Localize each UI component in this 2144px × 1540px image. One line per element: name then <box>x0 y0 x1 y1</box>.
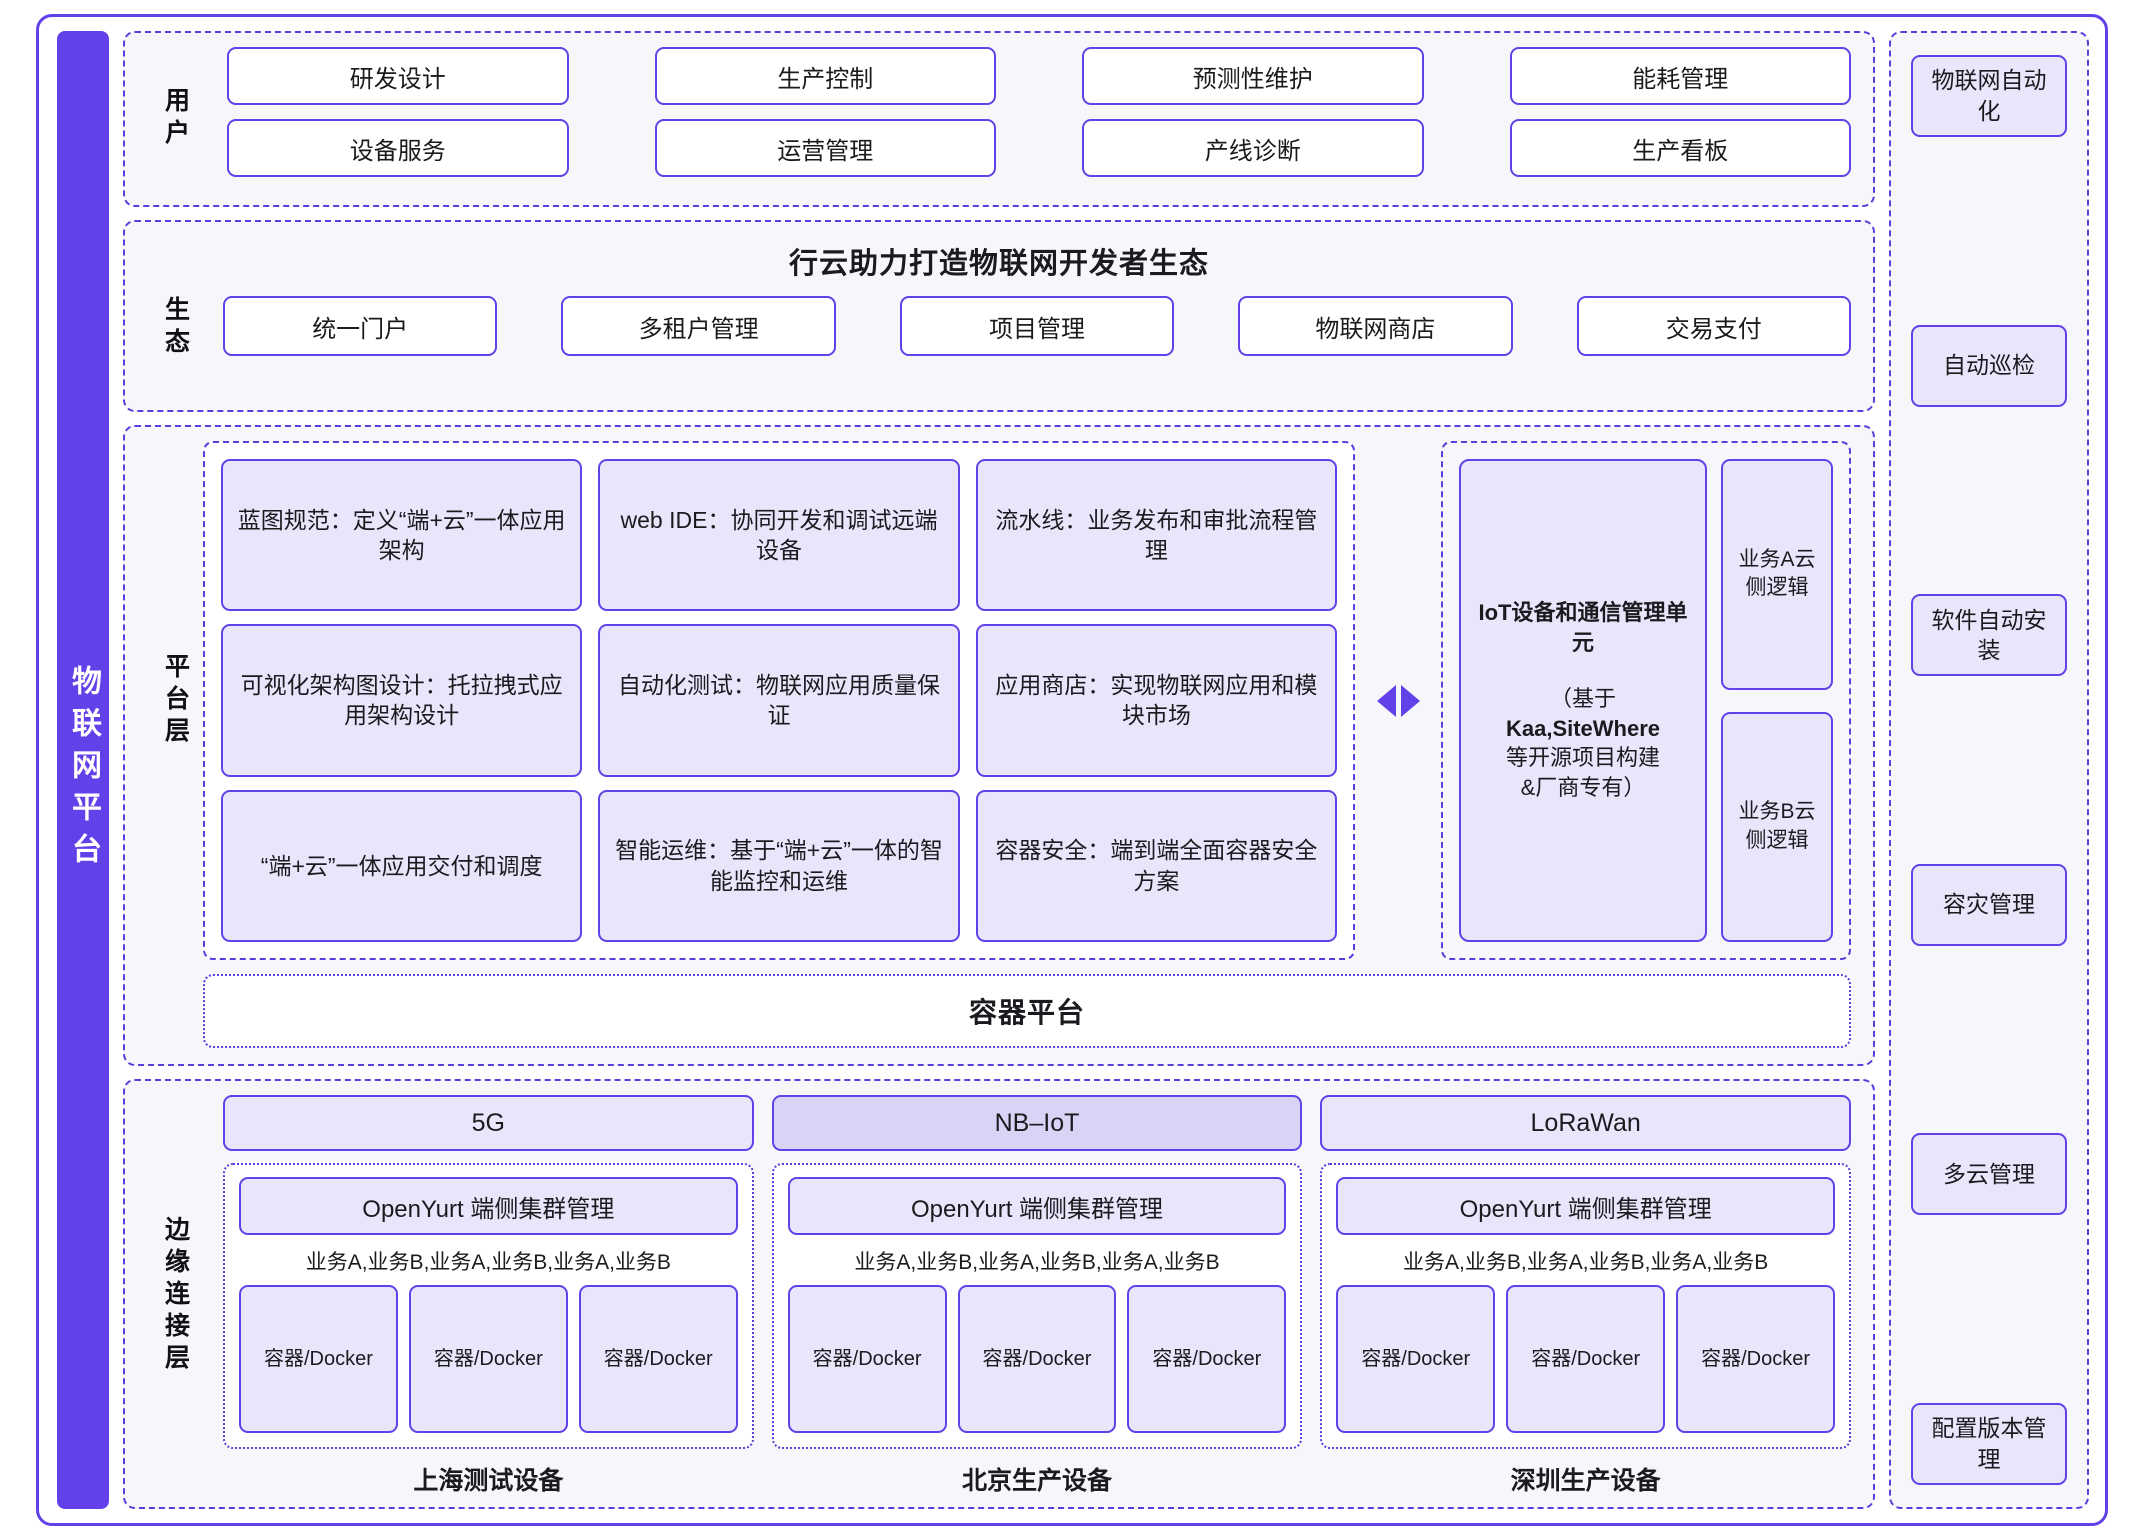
capability-card[interactable]: 智能运维：基于“端+云”一体的智能监控和运维 <box>598 789 960 942</box>
user-item[interactable]: 研发设计 <box>227 47 569 105</box>
iot-unit-note-3: 等开源项目构建 <box>1505 745 1660 771</box>
brand-sidebar: 物联网平台 <box>57 31 109 1509</box>
brand-label: 物联网平台 <box>67 665 100 875</box>
capability-card[interactable]: 应用商店：实现物联网应用和模块市场 <box>975 624 1337 777</box>
container-card[interactable]: 容器/Docker <box>578 1285 738 1433</box>
ecosystem-row: 生态 统一门户 多租户管理 项目管理 物联网商店 交易支付 <box>147 296 1851 360</box>
user-item[interactable]: 运营管理 <box>654 119 996 177</box>
ops-item[interactable]: 软件自动安装 <box>1911 594 2067 677</box>
container-row: 容器/Docker 容器/Docker 容器/Docker <box>239 1285 738 1433</box>
ecosystem-item[interactable]: 交易支付 <box>1576 296 1851 356</box>
user-layer-items: 研发设计 生产控制 预测性维护 能耗管理 设备服务 运营管理 产线诊断 生产看板 <box>203 47 1851 191</box>
user-item[interactable]: 设备服务 <box>227 119 569 177</box>
container-platform-bar: 容器平台 <box>203 974 1851 1048</box>
ecosystem-title: 行云助力打造物联网开发者生态 <box>788 248 1209 280</box>
network-pill[interactable]: LoRaWan <box>1320 1095 1851 1151</box>
ecosystem-item[interactable]: 项目管理 <box>899 296 1175 356</box>
capability-card[interactable]: web IDE：协同开发和调试远端设备 <box>598 459 960 612</box>
network-pill[interactable]: NB–IoT <box>771 1095 1303 1151</box>
device-box: OpenYurt 端侧集群管理 业务A,业务B,业务A,业务B,业务A,业务B … <box>223 1163 754 1449</box>
openyurt-cluster-pill[interactable]: OpenYurt 端侧集群管理 <box>787 1177 1287 1235</box>
services-line: 业务A,业务B,业务A,业务B,业务A,业务B <box>1403 1251 1769 1274</box>
edge-site-column: 5G OpenYurt 端侧集群管理 业务A,业务B,业务A,业务B,业务A,业… <box>223 1095 754 1497</box>
edge-site-column: LoRaWan OpenYurt 端侧集群管理 业务A,业务B,业务A,业务B,… <box>1320 1095 1851 1497</box>
container-row: 容器/Docker 容器/Docker 容器/Docker <box>787 1285 1287 1433</box>
iot-unit-note-1: （基于 <box>1549 685 1616 711</box>
cloud-logic-column: 业务A云侧逻辑 业务B云侧逻辑 <box>1721 459 1833 942</box>
user-layer: 用户 研发设计 生产控制 预测性维护 能耗管理 设备服务 运营管理 产线诊断 生… <box>123 31 1875 207</box>
user-item[interactable]: 预测性维护 <box>1082 47 1424 105</box>
device-box: OpenYurt 端侧集群管理 业务A,业务B,业务A,业务B,业务A,业务B … <box>1320 1163 1851 1449</box>
platform-layer-label: 平台层 <box>161 652 190 749</box>
container-row: 容器/Docker 容器/Docker 容器/Docker <box>1336 1285 1835 1433</box>
capability-card[interactable]: “端+云”一体应用交付和调度 <box>221 789 583 942</box>
platform-layer: 平台层 蓝图规范：定义“端+云”一体应用架构 web IDE：协同开发和调试远端… <box>123 425 1875 1066</box>
openyurt-cluster-pill[interactable]: OpenYurt 端侧集群管理 <box>239 1177 738 1235</box>
capability-card[interactable]: 流水线：业务发布和审批流程管理 <box>975 459 1337 612</box>
container-card[interactable]: 容器/Docker <box>1676 1285 1835 1433</box>
device-caption: 北京生产设备 <box>961 1467 1112 1495</box>
openyurt-cluster-pill[interactable]: OpenYurt 端侧集群管理 <box>1336 1177 1835 1235</box>
device-caption: 深圳生产设备 <box>1510 1467 1661 1495</box>
container-card[interactable]: 容器/Docker <box>787 1285 947 1433</box>
cloud-logic-card[interactable]: 业务A云侧逻辑 <box>1721 459 1833 690</box>
cloud-logic-card[interactable]: 业务B云侧逻辑 <box>1721 711 1833 942</box>
ecosystem-item[interactable]: 物联网商店 <box>1238 296 1513 356</box>
container-card[interactable]: 容器/Docker <box>957 1285 1117 1433</box>
edge-columns: 5G OpenYurt 端侧集群管理 业务A,业务B,业务A,业务B,业务A,业… <box>203 1095 1851 1497</box>
architecture-diagram: 物联网平台 用户 研发设计 生产控制 预测性维护 能耗管理 设备服务 运营管理 … <box>36 14 2108 1526</box>
ecosystem-layer-label: 生态 <box>161 296 190 360</box>
platform-main: 蓝图规范：定义“端+云”一体应用架构 web IDE：协同开发和调试远端设备 流… <box>203 441 1851 960</box>
ecosystem-layer: 行云助力打造物联网开发者生态 生态 统一门户 多租户管理 项目管理 物联网商店 … <box>123 220 1875 412</box>
user-layer-label: 用户 <box>161 87 190 151</box>
device-caption: 上海测试设备 <box>413 1467 564 1495</box>
network-pill[interactable]: 5G <box>223 1095 754 1151</box>
bidirectional-arrow-icon <box>1371 441 1425 960</box>
services-line: 业务A,业务B,业务A,业务B,业务A,业务B <box>854 1251 1220 1274</box>
user-item[interactable]: 生产看板 <box>1509 119 1851 177</box>
iot-unit-title: IoT设备和通信管理单元 <box>1478 600 1688 656</box>
capability-card[interactable]: 自动化测试：物联网应用质量保证 <box>598 624 960 777</box>
user-item[interactable]: 产线诊断 <box>1082 119 1424 177</box>
iot-unit-card[interactable]: IoT设备和通信管理单元 （基于 Kaa,SiteWhere 等开源项目构建 &… <box>1459 459 1707 942</box>
iot-management-panel: IoT设备和通信管理单元 （基于 Kaa,SiteWhere 等开源项目构建 &… <box>1441 441 1851 960</box>
container-card[interactable]: 容器/Docker <box>1506 1285 1666 1433</box>
arrow-left-icon <box>1376 684 1396 717</box>
user-item[interactable]: 能耗管理 <box>1509 47 1851 105</box>
capability-card[interactable]: 容器安全：端到端全面容器安全方案 <box>975 789 1337 942</box>
iot-unit-note-4: &厂商专有） <box>1520 774 1646 800</box>
layers-stack: 用户 研发设计 生产控制 预测性维护 能耗管理 设备服务 运营管理 产线诊断 生… <box>123 31 1875 1509</box>
ops-item[interactable]: 配置版本管理 <box>1911 1402 2067 1485</box>
platform-row: 平台层 蓝图规范：定义“端+云”一体应用架构 web IDE：协同开发和调试远端… <box>147 441 1851 960</box>
ecosystem-item[interactable]: 统一门户 <box>223 296 498 356</box>
ecosystem-item[interactable]: 多租户管理 <box>561 296 836 356</box>
device-box: OpenYurt 端侧集群管理 业务A,业务B,业务A,业务B,业务A,业务B … <box>771 1163 1303 1449</box>
ops-item[interactable]: 自动巡检 <box>1911 324 2067 407</box>
edge-layer-label: 边缘连接层 <box>161 1216 190 1376</box>
container-card[interactable]: 容器/Docker <box>1127 1285 1287 1433</box>
ecosystem-items: 统一门户 多租户管理 项目管理 物联网商店 交易支付 <box>203 296 1851 356</box>
arrow-right-icon <box>1400 684 1420 717</box>
iot-unit-note-2: Kaa,SiteWhere <box>1505 715 1661 741</box>
ops-item[interactable]: 物联网自动化 <box>1911 55 2067 137</box>
user-item[interactable]: 生产控制 <box>654 47 996 105</box>
capability-card[interactable]: 蓝图规范：定义“端+云”一体应用架构 <box>221 459 583 612</box>
container-card[interactable]: 容器/Docker <box>239 1285 398 1433</box>
services-line: 业务A,业务B,业务A,业务B,业务A,业务B <box>305 1251 671 1274</box>
ops-item[interactable]: 多云管理 <box>1911 1133 2067 1216</box>
edge-layer: 边缘连接层 5G OpenYurt 端侧集群管理 业务A,业务B,业务A,业务B… <box>123 1079 1875 1509</box>
capability-card[interactable]: 可视化架构图设计：托拉拽式应用架构设计 <box>221 624 583 777</box>
edge-site-column: NB–IoT OpenYurt 端侧集群管理 业务A,业务B,业务A,业务B,业… <box>771 1095 1303 1497</box>
ops-sidebar: 物联网自动化 自动巡检 软件自动安装 容灾管理 多云管理 配置版本管理 <box>1889 31 2089 1509</box>
platform-capabilities: 蓝图规范：定义“端+云”一体应用架构 web IDE：协同开发和调试远端设备 流… <box>203 441 1355 960</box>
ops-item[interactable]: 容灾管理 <box>1911 863 2067 946</box>
container-card[interactable]: 容器/Docker <box>408 1285 568 1433</box>
container-card[interactable]: 容器/Docker <box>1336 1285 1496 1433</box>
